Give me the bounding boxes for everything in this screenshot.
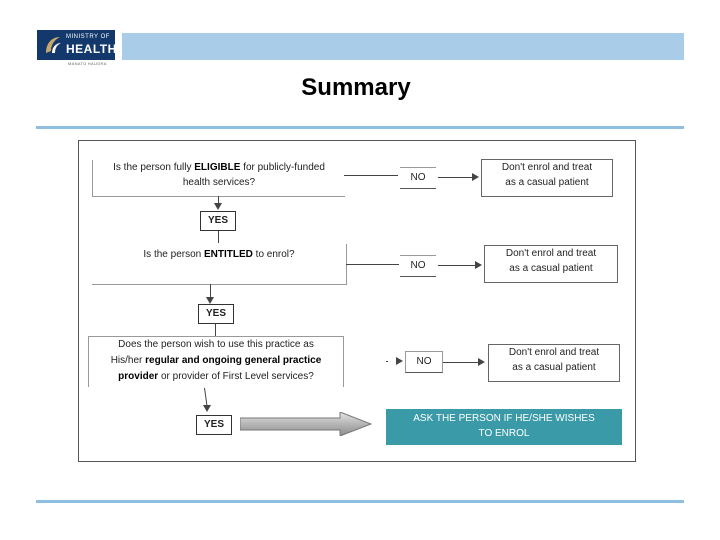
final-line1: ASK THE PERSON IF HE/SHE WISHES [413,413,595,424]
arrow-right-3 [478,358,485,366]
header-bar [122,33,684,60]
connector-q1-yes [218,196,219,204]
yes-box-2: YES [198,304,234,324]
final-line2: TO ENROL [478,428,530,439]
q2-strong: ENTITLED [204,249,253,260]
connector-q2-yes [210,284,211,298]
q2-text-post: to enrol? [252,249,295,260]
result-3-line2: as a casual patient [512,362,596,373]
logo-line1: MINISTRY OF [66,34,110,40]
yes-box-1: YES [200,211,236,231]
question-regular-provider: Does the person wish to use this practic… [88,336,344,387]
yes-box-3: YES [196,415,232,435]
connector-yes2-q3 [215,324,216,336]
result-2-line2: as a casual patient [509,263,593,274]
result-box-1: Don't enrol and treat as a casual patien… [481,159,613,197]
q2-text-pre: Is the person [143,249,204,260]
result-2-line1: Don't enrol and treat [505,248,597,259]
result-1-line2: as a casual patient [505,177,589,188]
arrow-right-2 [475,261,482,269]
connector-yes1-q2 [218,231,219,243]
big-arrow-right-icon [240,412,372,436]
page-title: Summary [301,74,411,101]
question-entitled: Is the person ENTITLED to enrol? [92,244,347,285]
q1-text-post: for publicly-funded [240,162,325,173]
connector-q1-no [344,175,398,176]
arrow-right-1 [472,173,479,181]
connector-no2-result [438,265,476,266]
fern-logo-icon [46,37,61,53]
q3-line3-post: or provider of First Level services? [158,371,314,382]
q3-line2-strong: regular and ongoing general practice [145,355,322,366]
q3-line3-strong: provider [118,371,159,382]
q3-line2-pre: His/her [110,355,146,366]
ask-to-enrol-box: ASK THE PERSON IF HE/SHE WISHES TO ENROL [386,409,622,445]
q1-strong: ELIGIBLE [194,162,241,173]
logo-subtitle: MANATŪ HAUORA [68,61,107,66]
connector-q2-no [346,264,399,265]
logo-line2: HEALTH [66,42,117,56]
question-eligible: Is the person fully ELIGIBLE for publicl… [92,160,345,197]
connector-q3-no [386,361,388,362]
arrow-down-2 [206,297,214,304]
result-3-line1: Don't enrol and treat [508,347,600,358]
arrow-down-1 [214,203,222,210]
arrow-down-3 [203,405,211,412]
q3-line1: Does the person wish to use this practic… [118,339,314,350]
ministry-of-health-logo: MINISTRY OF HEALTH MANATŪ HAUORA [37,30,117,68]
no-box-1: NO [400,167,436,189]
q1-text-pre: Is the person fully [113,162,195,173]
result-1-line1: Don't enrol and treat [501,162,593,173]
logo-badge: MINISTRY OF HEALTH [37,30,117,60]
bottom-divider [36,500,684,503]
top-divider [36,126,684,129]
result-box-3: Don't enrol and treat as a casual patien… [488,344,620,382]
no-box-2: NO [400,255,436,277]
q1-line2: health services? [182,177,256,188]
no-box-3: NO [405,351,443,373]
connector-no1-result [438,177,474,178]
result-box-2: Don't enrol and treat as a casual patien… [484,245,618,283]
arrow-right-3-in [396,357,403,365]
connector-no3-result [443,362,479,363]
